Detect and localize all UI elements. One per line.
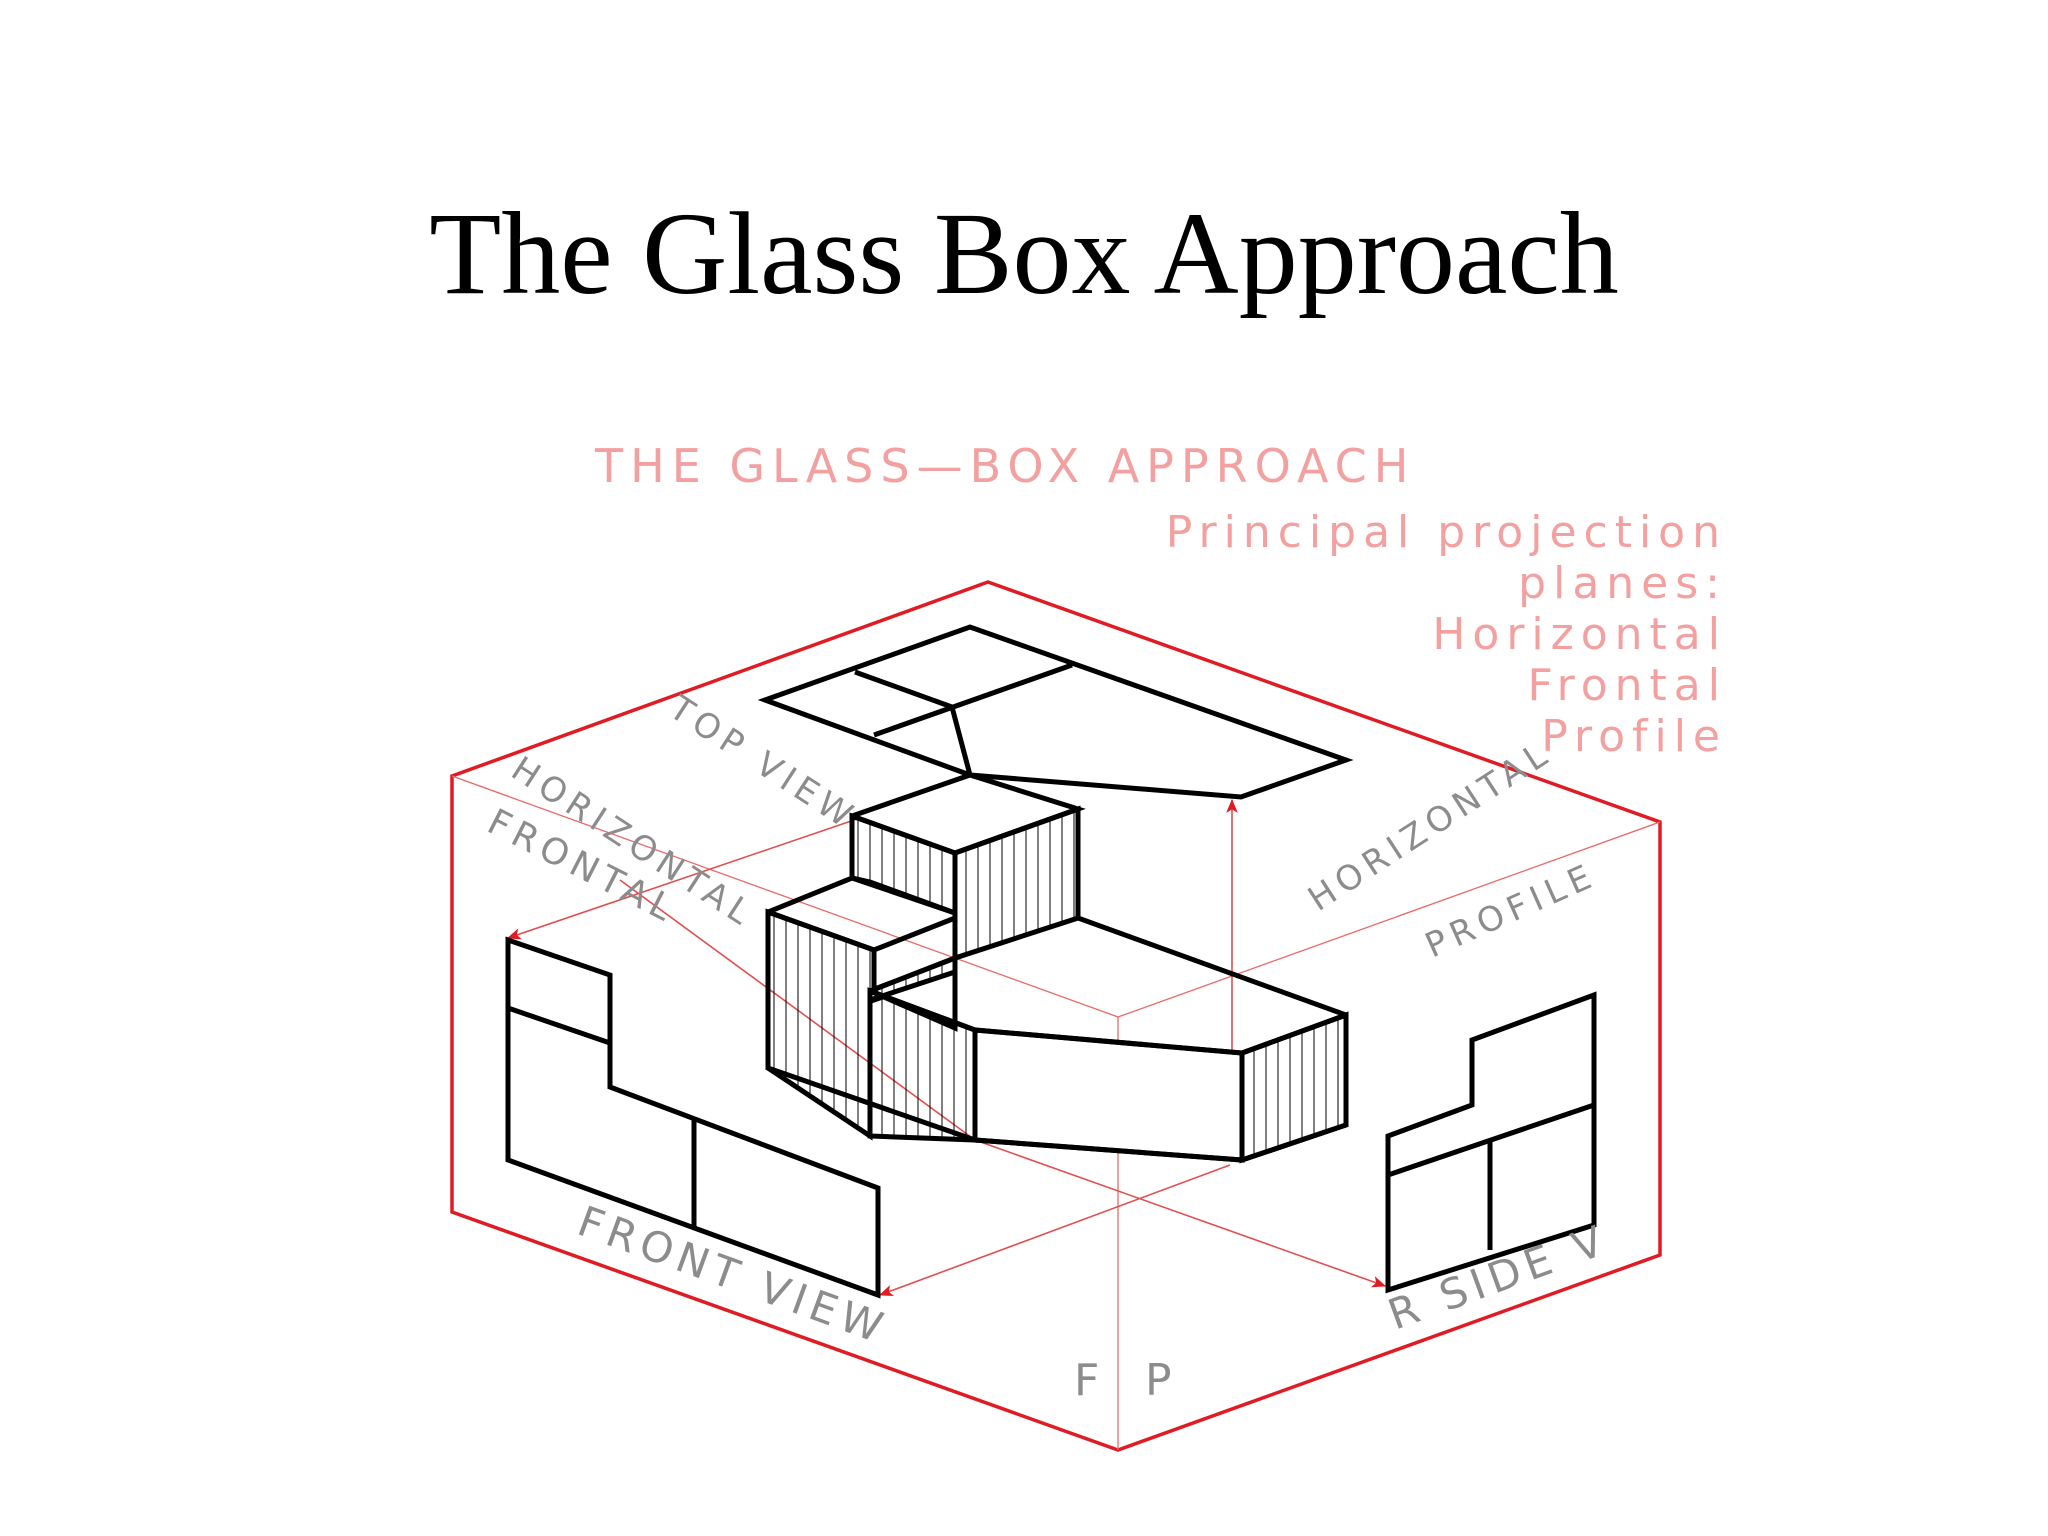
note-line: planes:	[1518, 558, 1727, 609]
note-line: Frontal	[1528, 660, 1727, 711]
projection-plane-notes: Principal projection planes: Horizontal …	[1166, 507, 1727, 762]
top-view	[757, 624, 1354, 800]
front-view	[505, 936, 881, 1299]
glass-box-outline	[450, 580, 1662, 1452]
note-line: Horizontal	[1432, 609, 1727, 660]
projection-lines	[506, 798, 1387, 1296]
profile-plane-label: PROFILE	[1419, 855, 1602, 966]
top-view-label: TOP VIEW	[661, 687, 864, 838]
page-title: The Glass Box Approach	[429, 188, 1619, 319]
isometric-object	[765, 772, 1349, 1164]
note-line: Principal projection	[1166, 507, 1727, 558]
drawing-heading: THE GLASS—BOX APPROACH	[594, 439, 1415, 493]
note-line: Profile	[1541, 711, 1727, 762]
fold-line-p-label: P	[1145, 1355, 1178, 1406]
side-view-label: R SIDE V	[1382, 1215, 1615, 1340]
front-view-label: FRONT VIEW	[572, 1196, 895, 1354]
side-view	[1385, 991, 1597, 1294]
fold-line-f-label: F	[1074, 1355, 1105, 1406]
